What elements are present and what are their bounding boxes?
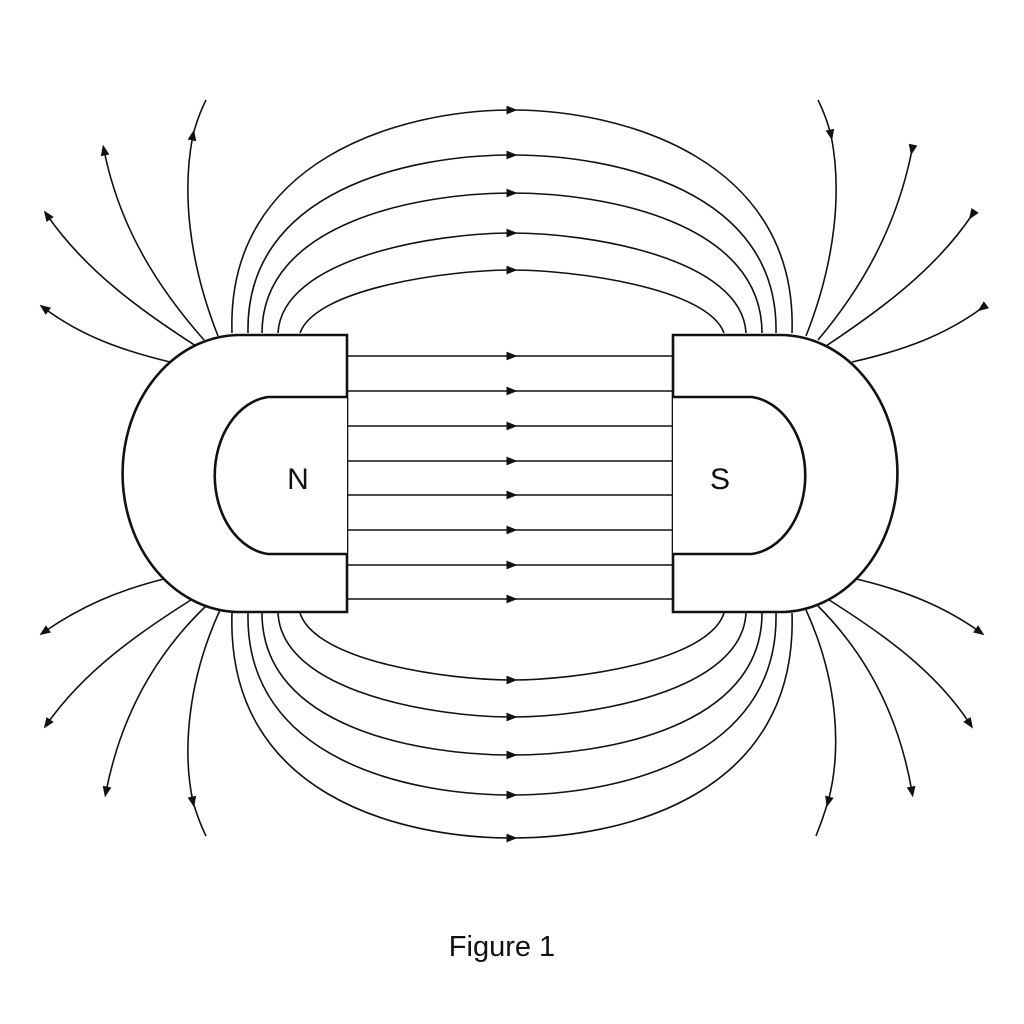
fringe-line	[39, 304, 171, 363]
south-pole-piece: S	[671, 333, 899, 614]
north-fringe-field-lines	[39, 99, 221, 837]
south-pole-label: S	[710, 463, 730, 496]
upper-arc-line	[261, 188, 763, 334]
upper-arc-line	[231, 105, 793, 334]
lower-arc-line	[247, 612, 777, 800]
upper-arc-line	[247, 150, 777, 334]
north-pole-inner-outline	[213, 395, 347, 556]
fringe-line	[817, 605, 916, 798]
north-pole-piece: N	[121, 333, 349, 614]
fringe-line	[187, 129, 219, 337]
upper-arc-field-lines	[231, 105, 793, 334]
fringe-line	[100, 144, 205, 341]
fringe-line	[192, 801, 207, 837]
fringe-line	[825, 597, 973, 729]
lower-arc-line	[231, 612, 793, 843]
fringe-line	[43, 210, 197, 347]
gap-field-lines	[347, 351, 673, 604]
lower-arc-line	[277, 612, 747, 722]
fringe-line	[805, 609, 837, 808]
north-pole-label: N	[287, 463, 309, 496]
fringe-line	[187, 609, 221, 808]
upper-arc-line	[299, 265, 725, 334]
fringe-line	[815, 801, 829, 837]
fringe-line	[43, 597, 195, 729]
field-lines	[39, 99, 990, 843]
figure-caption: Figure 1	[449, 931, 555, 963]
fringe-line	[817, 99, 832, 136]
fringe-line	[102, 605, 207, 798]
fringe-line	[805, 128, 837, 337]
fringe-line	[851, 301, 990, 363]
south-fringe-field-lines	[805, 99, 990, 837]
lower-arc-line	[299, 612, 725, 685]
lower-arc-field-lines	[231, 612, 793, 843]
fringe-line	[825, 207, 979, 347]
upper-arc-line	[277, 228, 747, 334]
fringe-line	[851, 577, 985, 636]
lower-arc-line	[261, 612, 763, 760]
fringe-line	[39, 577, 169, 636]
fringe-line	[192, 99, 207, 136]
fringe-line	[817, 143, 918, 341]
south-pole-inner-outline	[673, 395, 807, 556]
